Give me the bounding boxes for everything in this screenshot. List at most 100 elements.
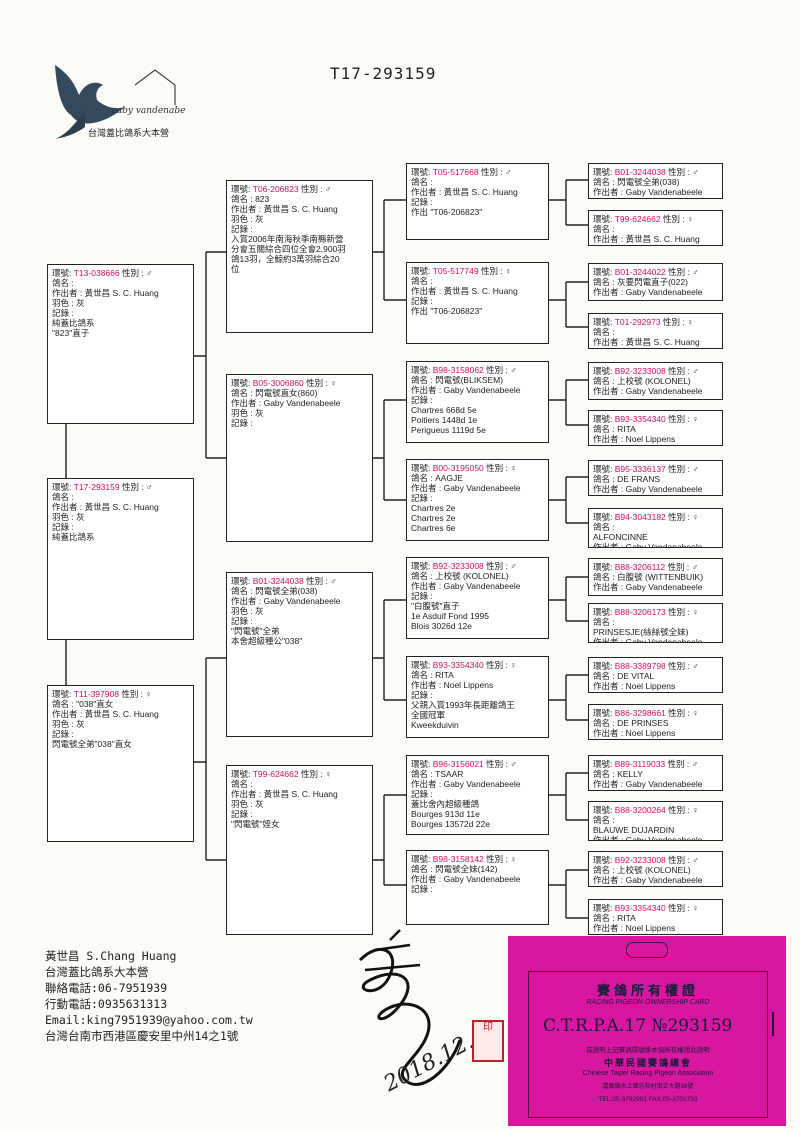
pedigree-field: 作出者 : Noel Lippens <box>593 728 676 738</box>
pedigree-field: 記錄 : <box>411 395 433 405</box>
ring-line: 環號: B98-3158142 性別 : ♀ <box>411 854 544 864</box>
card-title: 賽鴿所有權證 <box>596 983 699 998</box>
sex-value: 性別 : ♂ <box>665 167 699 177</box>
ring-number: T13-038666 <box>73 268 120 278</box>
ring-label: 環號: <box>231 378 253 388</box>
ring-number: B89-3119033 <box>614 759 666 769</box>
pedigree-field: 鴿名 : <box>593 522 615 532</box>
ring-label: 環號: <box>593 607 615 617</box>
pedigree-field: 鴿名 : 上校號 (KOLONEL) <box>593 376 691 386</box>
pedigree-field: 作出者 : 黃世昌 S. C. Huang <box>52 502 159 512</box>
ring-label: 環號: <box>231 576 253 586</box>
ring-label: 環號: <box>411 660 433 670</box>
red-seal-stamp: 印 <box>472 1020 504 1062</box>
pedigree-field: 記錄 : <box>411 493 433 503</box>
pedigree-box-sd: 環號: B05-3006860 性別 : ♀鴿名 : 閃電號直女(860)作出者… <box>226 374 373 542</box>
ring-label: 環號: <box>231 184 253 194</box>
ring-number: B00-3195050 <box>432 463 484 473</box>
pedigree-field: 作出者 : Gaby Vandenabeele <box>593 484 703 494</box>
sex-value: 性別 : ♂ <box>483 365 517 375</box>
pedigree-field: Chartres 2e <box>411 503 456 513</box>
pedigree-box-dd: 環號: T99-624662 性別 : ♀鴿名 :作出者 : 黃世昌 S. C.… <box>226 765 373 935</box>
ring-line: 環號: T99-624662 性別 : ♀ <box>231 769 368 779</box>
pedigree-field: 作出者 : Gaby Vandenabeele <box>593 287 703 297</box>
ring-line: 環號: B89-3119033 性別 : ♂ <box>593 759 718 769</box>
ownership-card: 賽鴿所有權證 RACING PIGEON OWNERSHIP CARD C.T.… <box>508 936 786 1126</box>
pedigree-field: 作出者 : 黃世昌 S. C. Huang <box>593 234 700 244</box>
pedigree-field: 鴿名 : <box>411 177 433 187</box>
pedigree-field: 作出者 : 黃世昌 S. C. Huang <box>231 204 338 214</box>
pedigree-field: 鴿名 : KELLY <box>593 769 643 779</box>
pedigree-field: 記錄 : <box>411 690 433 700</box>
pedigree-field: 蓋比舍內超級種鴿 <box>411 799 480 809</box>
pedigree-box-subject: 環號: T17-293159 性別 : ♂鴿名 :作出者 : 黃世昌 S. C.… <box>47 478 194 640</box>
pedigree-field: 作出者 : 黃世昌 S. C. Huang <box>52 288 159 298</box>
pedigree-field: 作出者 : 黃世昌 S. C. Huang <box>411 187 518 197</box>
pedigree-field: 鴿名 : "038"直女 <box>52 699 114 709</box>
sex-value: 性別 : ♀ <box>665 414 699 424</box>
ring-label: 環號: <box>593 903 615 913</box>
pedigree-field: 記錄 : <box>52 522 74 532</box>
pedigree-field: 鴿名 : 閃電號全妹(142) <box>411 864 498 874</box>
ring-line: 環號: T13-038666 性別 : ♂ <box>52 268 189 278</box>
ring-label: 環號: <box>231 769 253 779</box>
pedigree-field: 鴿名 : 閃電號(BLIKSEM) <box>411 375 504 385</box>
pigeon-logo: gaby vandenabeele <box>55 65 185 139</box>
sex-value: 性別 : ♀ <box>665 805 699 815</box>
ring-label: 環號: <box>593 855 615 865</box>
ring-number: B88-3206173 <box>614 607 666 617</box>
ring-line: 環號: T05-517668 性別 : ♂ <box>411 167 544 177</box>
pedigree-field: 作出者 : Gaby Vandenabeele <box>411 779 521 789</box>
ring-number: B92-3233008 <box>432 561 484 571</box>
sex-value: 性別 : ♂ <box>119 268 153 278</box>
ring-label: 環號: <box>593 759 615 769</box>
ring-number: B86-3298661 <box>614 708 666 718</box>
pedigree-field: 父親入賞1993年長距離鴿王 <box>411 700 515 710</box>
handwritten-signature <box>358 929 462 1086</box>
pedigree-box-g4-5: 環號: B92-3233008 性別 : ♂鴿名 : 上校號 (KOLONEL)… <box>588 362 723 400</box>
sex-value: 性別 : ♀ <box>118 689 152 699</box>
sex-value: 性別 : ♀ <box>660 317 694 327</box>
pedigree-field: 鴿名 : AAGJE <box>411 473 463 483</box>
pedigree-field: "白腹號"直子 <box>411 601 460 611</box>
pedigree-field: 作出者 : 黃世昌 S. C. Huang <box>231 789 338 799</box>
pedigree-field: 鴿名 : 閃電號全弟(038) <box>231 586 318 596</box>
ring-line: 環號: T11-397908 性別 : ♀ <box>52 689 189 699</box>
pedigree-field: 羽色 : 灰 <box>231 214 264 224</box>
ring-line: 環號: B01-3244038 性別 : ♂ <box>593 167 718 177</box>
ring-label: 環號: <box>52 268 74 278</box>
pedigree-field: Bourges 913d 11e <box>411 809 480 819</box>
ring-line: 環號: B93-3354340 性別 : ♀ <box>593 903 718 913</box>
pedigree-box-g3-3: 環號: B98-3158062 性別 : ♂鴿名 : 閃電號(BLIKSEM)作… <box>406 361 549 443</box>
pedigree-field: Chartres 668d 5e <box>411 405 477 415</box>
ring-line: 環號: B88-3206112 性別 : ♂ <box>593 562 718 572</box>
ring-number: B01-3244038 <box>252 576 304 586</box>
ring-number: B88-3200264 <box>614 805 666 815</box>
pedigree-box-g3-2: 環號: T05-517749 性別 : ♀鴿名 :作出者 : 黃世昌 S. C.… <box>406 262 549 344</box>
pedigree-field: 鴿名 : <box>411 276 433 286</box>
pedigree-field: 記錄 : <box>52 308 74 318</box>
breeder-name: 黃世昌 S.Chang Huang <box>45 949 177 963</box>
ring-label: 環號: <box>593 708 615 718</box>
pedigree-field: Perigueus 1119d 5e <box>411 425 486 435</box>
breeder-mobile: 行動電話:0935631313 <box>45 997 168 1011</box>
ring-line: 環號: T05-517749 性別 : ♀ <box>411 266 544 276</box>
sex-value: 性別 : ♀ <box>303 378 337 388</box>
logo-org-text: 台灣蓋比鴿系大本營 <box>88 129 170 139</box>
ring-line: 環號: B01-3244022 性別 : ♂ <box>593 267 718 277</box>
pedigree-field: Chartres 2e <box>411 513 456 523</box>
ring-line: 環號: B93-3354340 性別 : ♀ <box>593 414 718 424</box>
sex-value: 性別 : ♀ <box>298 769 332 779</box>
pedigree-field: 作出者 : 黃世昌 S. C. Huang <box>593 337 700 347</box>
pedigree-field: Chartres 6e <box>411 523 456 533</box>
ring-line: 環號: B01-3244038 性別 : ♂ <box>231 576 368 586</box>
pedigree-field: 羽色 : 灰 <box>231 606 264 616</box>
pedigree-field: 鴿名 : RITA <box>593 913 636 923</box>
page-title: T17-293159 <box>330 64 437 83</box>
ctrpa-logo-icon <box>626 942 668 958</box>
pedigree-field: 記錄 : <box>411 296 433 306</box>
pedigree-field: 分會五關綜合四位全會2,900羽 <box>231 244 346 254</box>
